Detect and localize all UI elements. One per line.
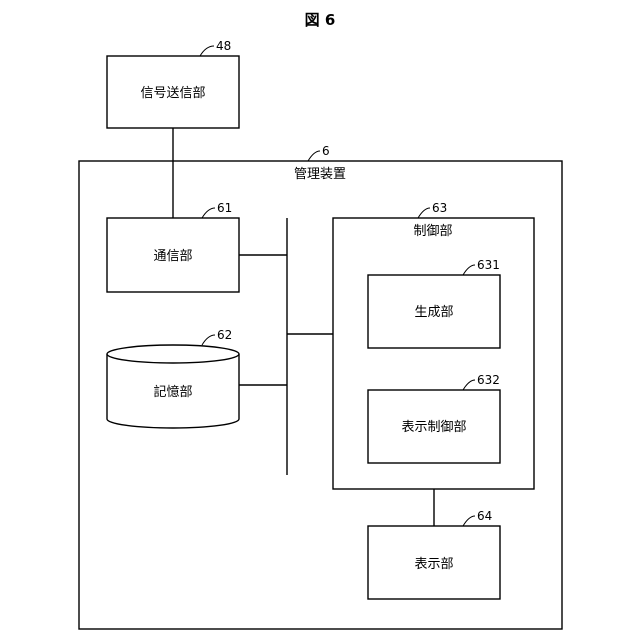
generation-unit-block: 生成部 631 — [368, 258, 500, 348]
control-unit-leader — [418, 208, 430, 218]
storage-unit-ref: 62 — [217, 328, 232, 342]
signal-transmitter-label: 信号送信部 — [140, 86, 205, 101]
generation-unit-label: 生成部 — [414, 305, 453, 320]
figure-title: 図 6 — [305, 11, 336, 29]
display-control-unit-block: 表示制御部 632 — [368, 373, 500, 463]
internal-bus — [239, 218, 333, 475]
storage-unit-leader — [202, 335, 215, 345]
storage-unit-block: 記憶部 62 — [107, 328, 239, 428]
generation-unit-ref: 631 — [477, 258, 500, 272]
management-device-leader — [308, 151, 320, 161]
control-unit-label: 制御部 — [413, 224, 452, 239]
communication-unit-leader — [202, 208, 215, 218]
communication-unit-ref: 61 — [217, 201, 232, 215]
control-unit-ref: 63 — [432, 201, 447, 215]
display-unit-ref: 64 — [477, 509, 492, 523]
signal-transmitter-leader — [200, 46, 214, 56]
storage-unit-label: 記憶部 — [153, 384, 192, 400]
display-unit-label: 表示部 — [414, 557, 453, 572]
signal-transmitter-block: 信号送信部 48 — [107, 39, 239, 128]
management-device-label: 管理装置 — [294, 167, 346, 182]
communication-unit-label: 通信部 — [153, 249, 192, 264]
display-control-unit-ref: 632 — [477, 373, 500, 387]
display-control-unit-leader — [463, 380, 475, 390]
management-device-ref: 6 — [322, 144, 330, 158]
signal-transmitter-ref: 48 — [216, 39, 231, 53]
generation-unit-leader — [463, 265, 475, 275]
display-control-unit-label: 表示制御部 — [401, 420, 466, 435]
display-unit-leader — [463, 516, 475, 526]
